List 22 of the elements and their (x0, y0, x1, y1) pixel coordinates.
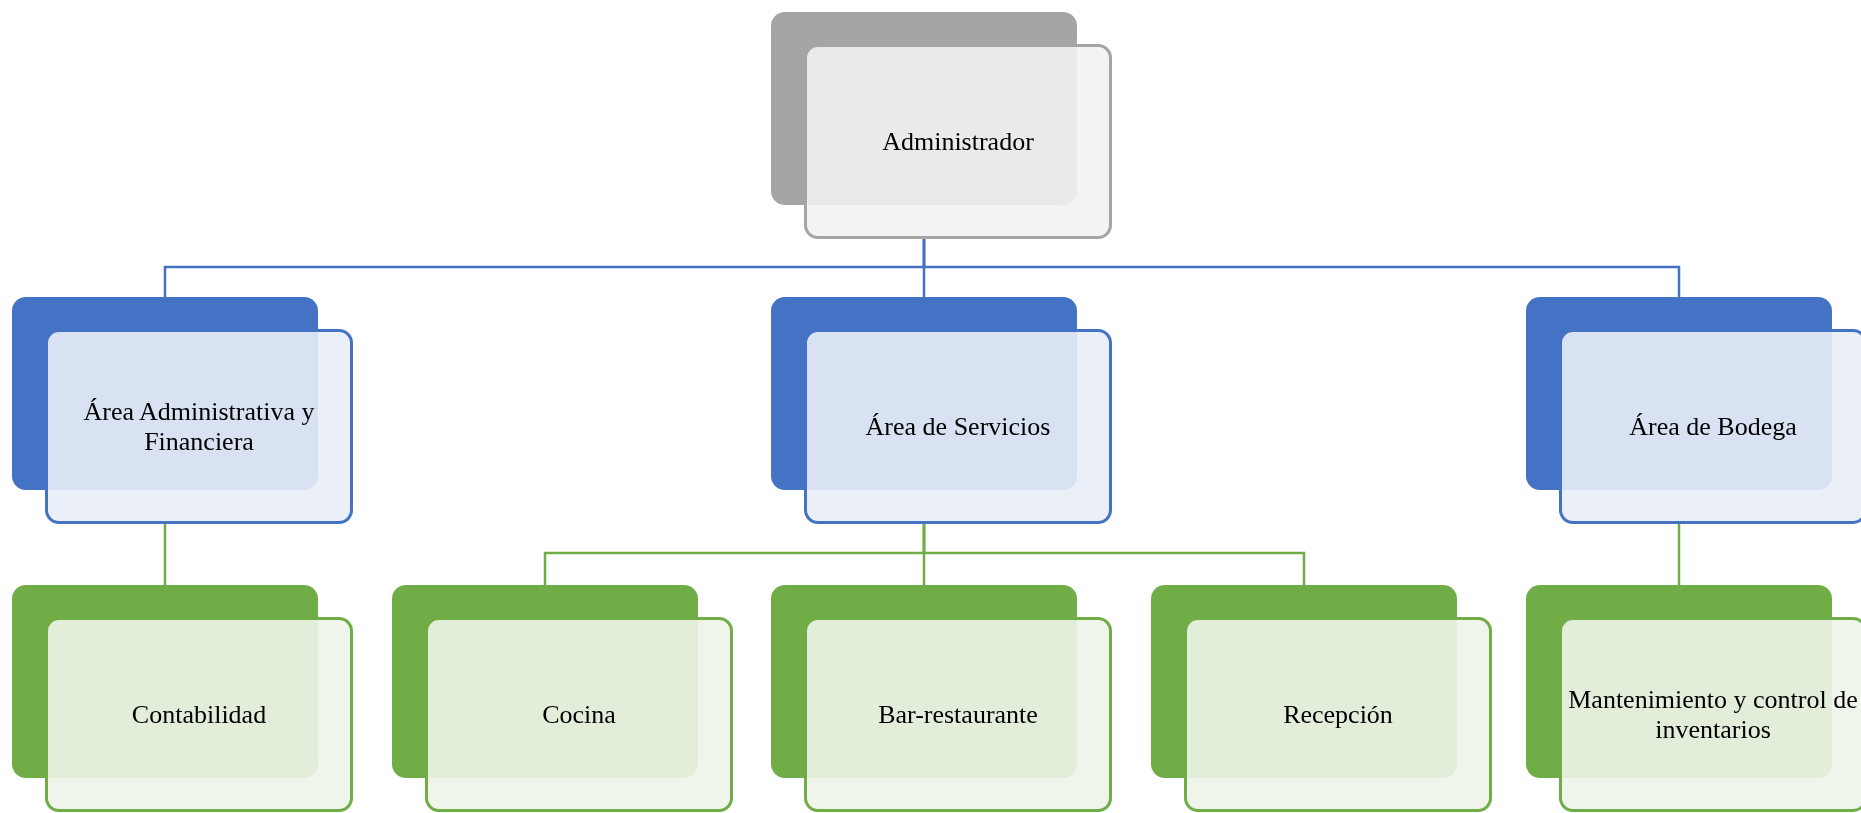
connector-line (163, 521, 167, 585)
box-label: Contabilidad (130, 699, 268, 730)
box-label: Área de Servicios (864, 411, 1052, 442)
box-label: Área Administrativa y Financiera (82, 396, 316, 457)
box-label: Recepción (1282, 699, 1394, 730)
org-chart-box (12, 585, 351, 809)
connector-line (922, 521, 1306, 585)
org-chart-box (1526, 297, 1861, 521)
box-label: Bar-restaurante (877, 699, 1039, 730)
org-chart-box (1151, 585, 1490, 809)
org-chart-box (771, 585, 1110, 809)
box-label: Administrador (881, 126, 1035, 157)
org-chart-box (12, 297, 351, 521)
connector-line (1677, 521, 1681, 585)
box-label: Mantenimiento y control de inventarios (1567, 684, 1859, 745)
box-label: Cocina (541, 699, 617, 730)
org-chart-box (771, 297, 1110, 521)
org-chart-box (771, 12, 1110, 236)
org-chart-box (1526, 585, 1861, 809)
box-label: Área de Bodega (1628, 411, 1798, 442)
connector-line (922, 236, 1681, 297)
org-chart-box (392, 585, 731, 809)
